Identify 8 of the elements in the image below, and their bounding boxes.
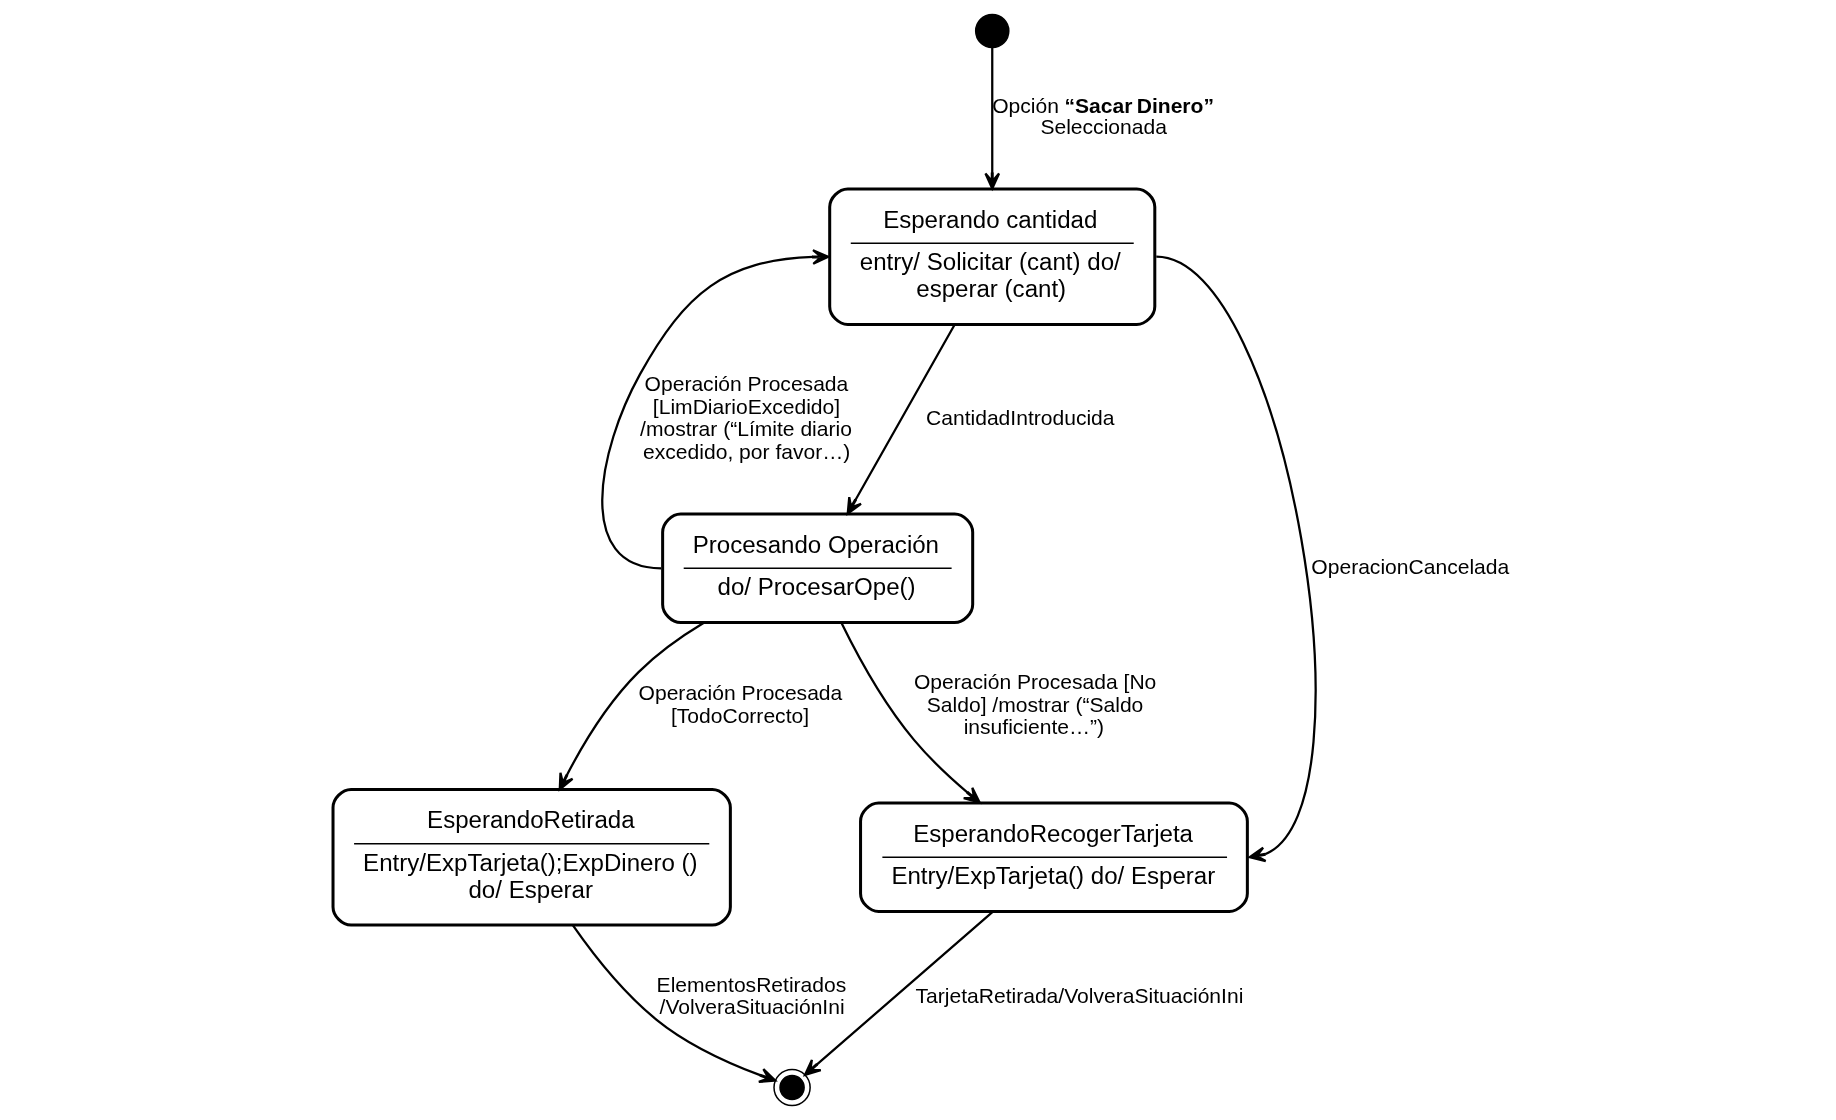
edge-label: Operación Procesada [No Saldo] /mostrar (“Saldo insuficiente…”): [913, 669, 1156, 739]
edge-label: ElementosRetirados /VolveraSituaciónIni: [656, 972, 846, 1019]
edge-label: Operación Procesada [LimDiarioExcedido] /mostrar (“Límite diario excedido, por favor…): [639, 371, 852, 463]
edge-label: OperacionCancelada: [1310, 554, 1509, 578]
edge-label: Operación Procesada [TodoCorrecto]: [638, 681, 842, 727]
edge-label: TarjetaRetirada/VolveraSituaciónIni: [914, 983, 1243, 1007]
edge-label: CantidadIntroducida: [925, 405, 1115, 429]
edge-label: Opción “Sacar Dinero” Seleccionada: [991, 93, 1214, 138]
